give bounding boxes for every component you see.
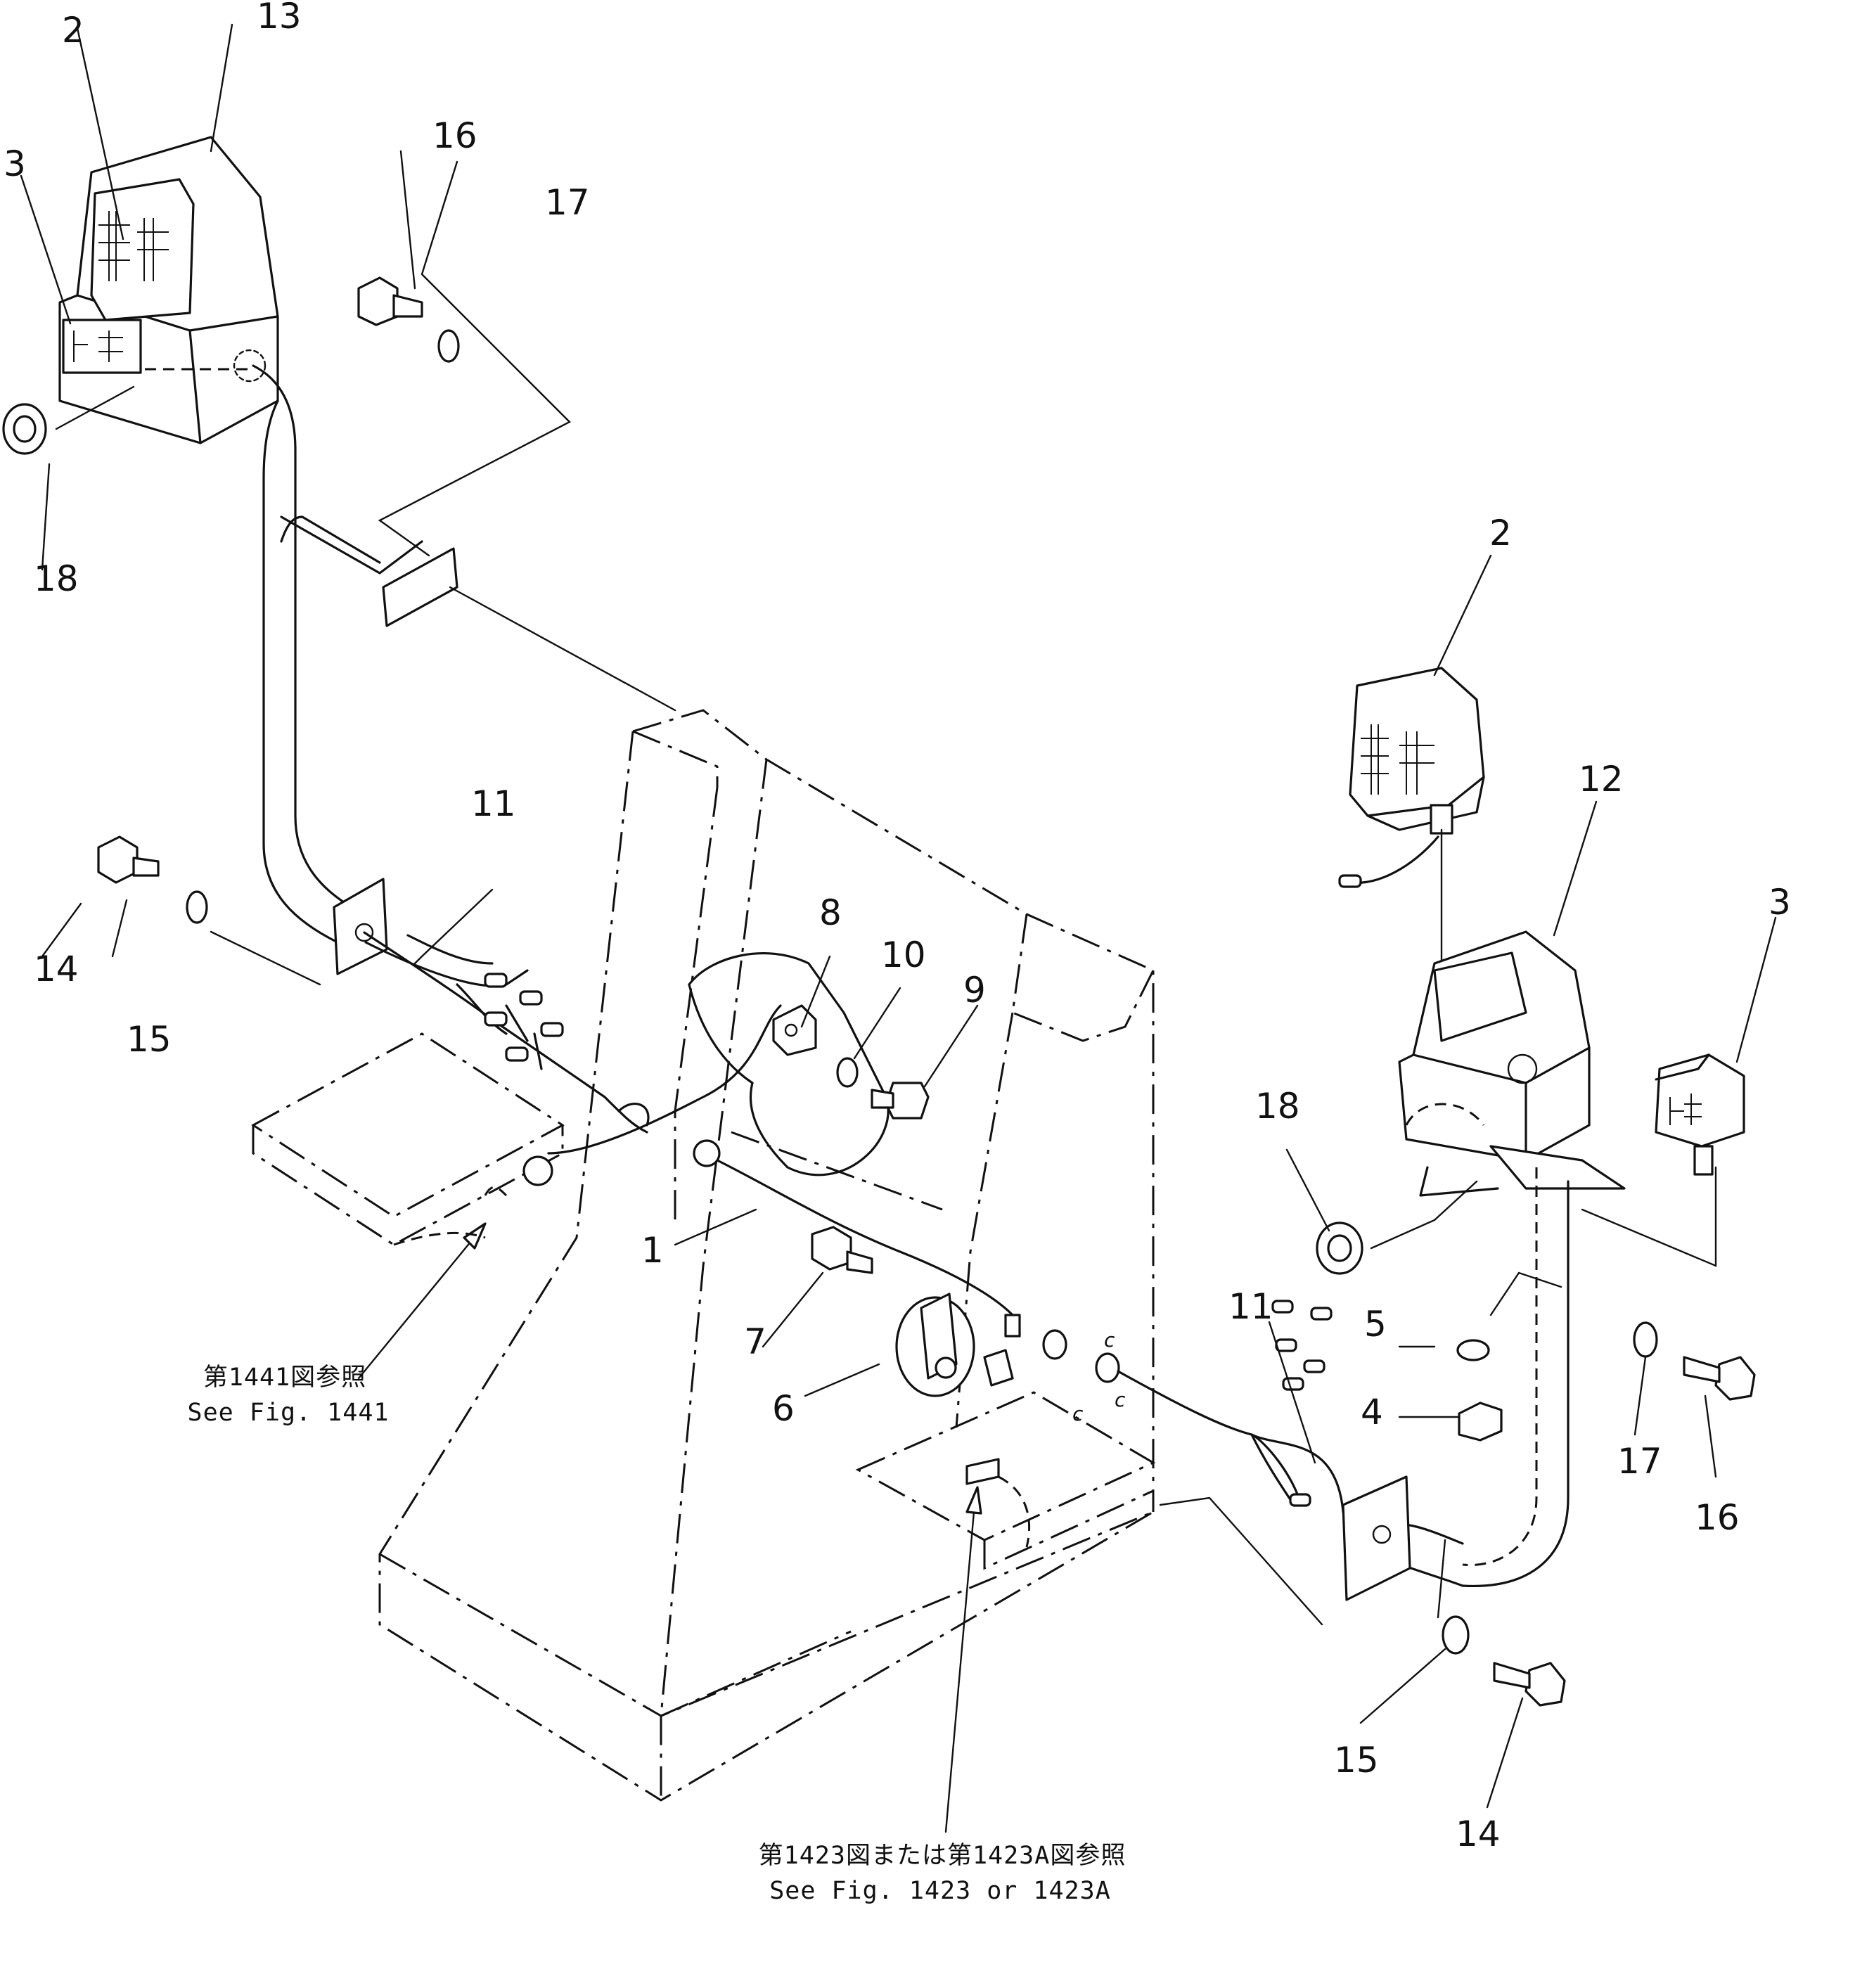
left-harness: [363, 931, 1021, 1387]
right-washer-15: [1442, 1615, 1470, 1655]
callout-18-left: 18: [34, 558, 79, 599]
callout-18-right: 18: [1255, 1086, 1300, 1127]
washer-10: [836, 1057, 859, 1088]
right-small-lamp-3: [1581, 1053, 1745, 1267]
left-lamp-housing: [58, 136, 458, 975]
right-washer-17: [1633, 1321, 1658, 1358]
console-internal: [688, 951, 890, 1176]
callout-12: 12: [1579, 759, 1624, 800]
ref-1423-en: See Fig. 1423 or 1423A: [769, 1877, 1111, 1905]
ref-1441-jp: 第1441図参照: [203, 1364, 366, 1392]
leader-lines-left: [20, 23, 676, 986]
upper-bolt-16: [357, 276, 423, 326]
figure-references: 第1441図参照 See Fig. 1441 第1423図または第1423A図参…: [188, 1364, 1127, 1905]
right-pole: [1342, 1167, 1570, 1601]
callout-5: 5: [1364, 1304, 1387, 1345]
left-grommet-18: [2, 403, 47, 455]
callout-numbers: 13 2 3 18 16 17 11 14 15 8 10 9 1 7 6 2 …: [4, 0, 1791, 1854]
right-worklamp-2: [1338, 667, 1485, 1077]
ref-1441-en: See Fig. 1441: [188, 1399, 390, 1427]
callout-9: 9: [963, 970, 986, 1011]
callout-15-right: 15: [1334, 1740, 1379, 1781]
callout-13: 13: [257, 0, 302, 37]
right-grommet-18: [1316, 1221, 1363, 1275]
upper-washer-17: [437, 329, 460, 363]
callout-15-left: 15: [127, 1019, 172, 1060]
left-bolt-14: [97, 835, 160, 884]
callout-10: 10: [881, 935, 926, 975]
callout-17-right: 17: [1617, 1441, 1662, 1482]
callout-3-right: 3: [1769, 882, 1791, 923]
cab-outline: [251, 709, 1323, 1802]
right-bolt-16: [1683, 1356, 1756, 1401]
bracket-8: [772, 1004, 817, 1056]
grommets-center: [1042, 1329, 1120, 1383]
callout-16-upper: 16: [432, 115, 477, 156]
ref-1423-jp: 第1423図または第1423A図参照: [759, 1842, 1127, 1870]
bolt-7: [811, 1226, 873, 1274]
washer-5: [1456, 1339, 1490, 1361]
callout-11-left: 11: [471, 783, 516, 824]
wire-mark-c: c: [1072, 1402, 1084, 1425]
callout-16-right: 16: [1695, 1497, 1740, 1538]
callout-2-right: 2: [1489, 513, 1512, 553]
callout-4: 4: [1361, 1392, 1383, 1432]
callout-2-left: 2: [62, 10, 84, 51]
nut-4: [1458, 1402, 1503, 1442]
callout-1: 1: [641, 1230, 664, 1271]
callout-8: 8: [819, 892, 842, 933]
wire-mark-c: c: [1104, 1328, 1115, 1352]
leader-lines-center: [674, 955, 979, 1397]
callout-6: 6: [772, 1388, 795, 1429]
right-lamp-housing-12: [1398, 930, 1626, 1197]
callout-14-right: 14: [1456, 1814, 1501, 1854]
right-bolt-14: [1493, 1662, 1566, 1707]
callout-14-left: 14: [34, 949, 79, 989]
wire-mark-c: c: [1115, 1388, 1126, 1411]
callout-3-left: 3: [4, 143, 26, 184]
callout-17-upper: 17: [545, 182, 590, 223]
bolt-9: [871, 1082, 930, 1120]
left-washer-15: [186, 890, 208, 924]
right-harness: [1117, 1300, 1344, 1513]
reference-arrows: [357, 1222, 1031, 1833]
switch-6: [895, 1293, 975, 1397]
wire-marks: c c c: [1072, 1328, 1126, 1425]
callout-7: 7: [744, 1321, 766, 1362]
callout-11-right: 11: [1228, 1286, 1273, 1327]
leader-lines-right: [1268, 554, 1777, 1809]
